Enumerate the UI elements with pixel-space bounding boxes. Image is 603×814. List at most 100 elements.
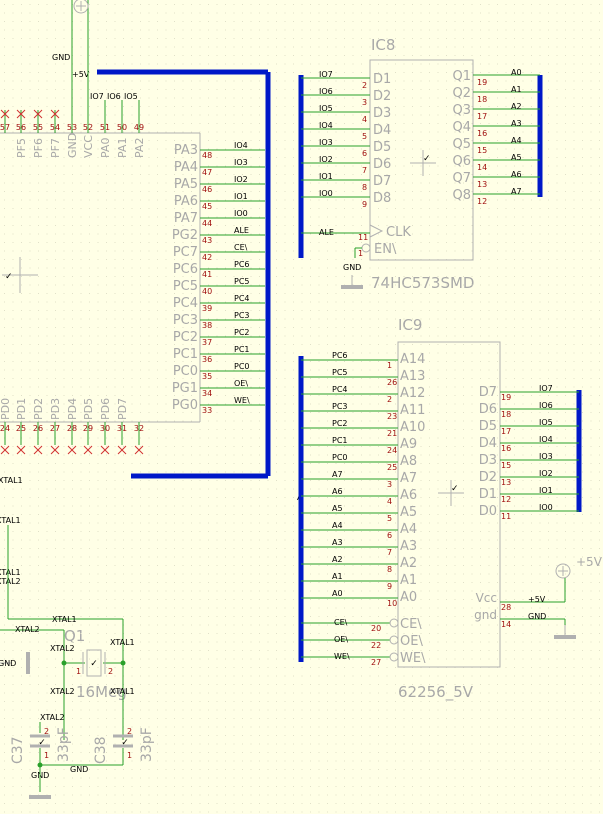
grid-dot <box>21 692 22 694</box>
grid-dot <box>284 675 286 677</box>
grid-dot <box>165 352 167 354</box>
grid-dot <box>114 174 116 175</box>
grid-dot <box>242 539 243 541</box>
grid-dot <box>216 607 218 609</box>
grid-dot <box>412 208 413 209</box>
grid-dot <box>208 803 209 804</box>
grid-dot <box>208 352 209 354</box>
grid-dot <box>412 12 413 14</box>
grid-dot <box>250 318 252 320</box>
grid-dot <box>106 250 107 252</box>
grid-dot <box>242 582 243 583</box>
grid-dot <box>174 505 175 507</box>
grid-dot <box>327 616 328 617</box>
grid-dot <box>208 182 209 184</box>
grid-dot <box>335 446 337 447</box>
grid-dot <box>259 182 260 184</box>
grid-dot <box>420 80 422 82</box>
grid-dot <box>412 395 413 396</box>
grid-dot <box>80 480 82 481</box>
grid-dot <box>165 140 167 141</box>
grid-dot <box>276 616 277 617</box>
grid-dot <box>310 327 311 328</box>
grid-dot <box>148 38 150 39</box>
grid-dot <box>12 191 14 192</box>
grid-dot <box>386 327 388 328</box>
grid-dot <box>335 38 337 39</box>
grid-dot <box>437 599 439 600</box>
grid-dot <box>38 624 39 626</box>
grid-dot <box>38 650 39 651</box>
grid-dot <box>216 463 218 464</box>
grid-dot <box>242 259 243 260</box>
grid-dot <box>38 786 39 787</box>
grid-dot <box>29 250 31 252</box>
grid-dot <box>216 106 218 107</box>
grid-dot <box>242 505 243 507</box>
grid-dot <box>310 182 311 184</box>
grid-dot <box>46 55 48 56</box>
grid-dot <box>233 267 235 269</box>
grid-dot <box>174 259 175 260</box>
grid-dot <box>327 208 328 209</box>
grid-dot <box>327 786 328 787</box>
grid-dot <box>114 63 116 65</box>
grid-dot <box>293 641 294 643</box>
grid-dot <box>63 480 65 481</box>
grid-dot <box>429 182 430 184</box>
grid-dot <box>437 684 439 685</box>
grid-dot <box>4 148 5 150</box>
grid-dot <box>38 267 39 269</box>
grid-dot <box>267 607 269 609</box>
grid-dot <box>4 769 5 770</box>
grid-dot <box>55 803 56 804</box>
grid-dot <box>378 318 379 320</box>
grid-dot <box>250 242 252 243</box>
grid-dot <box>140 667 141 668</box>
grid-dot <box>259 463 260 464</box>
grid-dot <box>216 114 218 116</box>
grid-dot <box>46 624 48 626</box>
grid-dot <box>55 539 56 541</box>
grid-dot <box>174 165 175 167</box>
grid-dot <box>72 488 73 490</box>
grid-dot <box>403 463 405 464</box>
grid-dot <box>429 386 430 388</box>
grid-dot <box>148 514 150 515</box>
grid-dot <box>140 157 141 158</box>
grid-dot <box>4 250 5 252</box>
grid-dot <box>199 539 201 541</box>
grid-dot <box>310 250 311 252</box>
grid-dot <box>429 539 430 541</box>
grid-dot <box>80 174 82 175</box>
grid-dot <box>97 429 99 430</box>
grid-dot <box>80 369 82 371</box>
grid-dot <box>199 803 201 804</box>
grid-dot <box>21 590 22 592</box>
grid-dot <box>216 488 218 490</box>
grid-dot <box>242 752 243 753</box>
grid-dot <box>191 208 192 209</box>
grid-dot <box>165 420 167 422</box>
grid-dot <box>420 497 422 498</box>
grid-dot <box>29 480 31 481</box>
grid-dot <box>89 242 90 243</box>
grid-dot <box>225 684 226 685</box>
grid-dot <box>4 174 5 175</box>
grid-dot <box>395 429 396 430</box>
grid-dot <box>114 471 116 473</box>
grid-dot <box>199 641 201 643</box>
grid-dot <box>335 208 337 209</box>
grid-dot <box>38 55 39 56</box>
grid-dot <box>429 556 430 558</box>
grid-dot <box>12 46 14 48</box>
grid-dot <box>361 497 362 498</box>
grid-dot <box>140 344 141 345</box>
grid-dot <box>55 344 56 345</box>
grid-dot <box>21 403 22 405</box>
grid-dot <box>191 106 192 107</box>
grid-dot <box>335 675 337 677</box>
grid-dot <box>80 429 82 430</box>
grid-dot <box>361 684 362 685</box>
grid-dot <box>106 488 107 490</box>
